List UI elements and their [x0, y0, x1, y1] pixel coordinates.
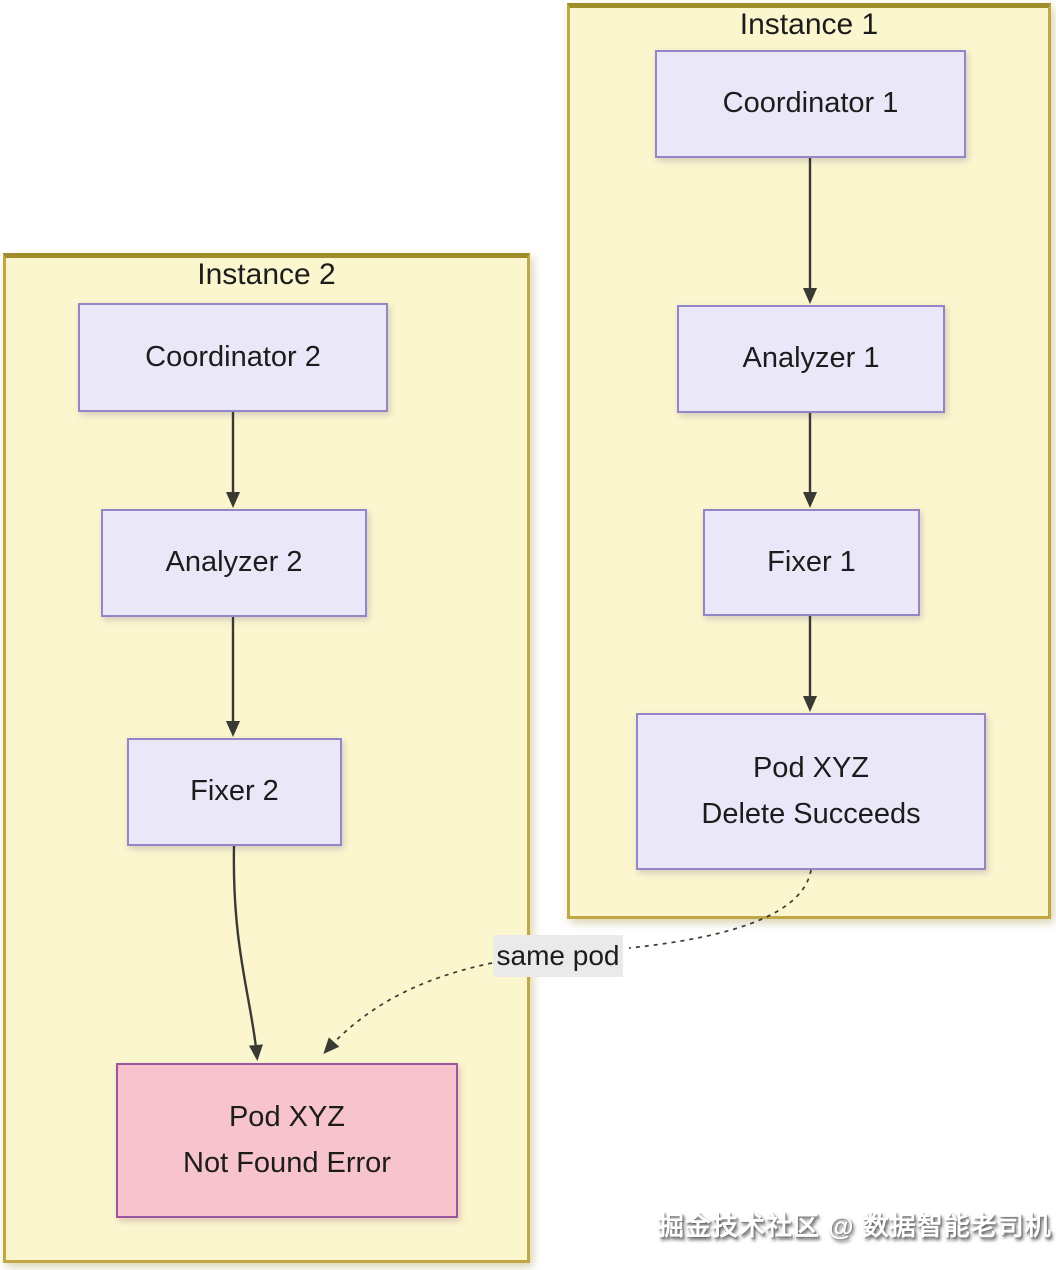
node-pod-not-found-error-line1: Pod XYZ — [228, 1100, 346, 1133]
node-pod-delete-succeeds-line2: Delete Succeeds — [701, 797, 921, 830]
instance-1-title: Instance 1 — [739, 8, 879, 41]
node-fixer-2: Fixer 2 — [127, 738, 342, 846]
node-analyzer-2-label: Analyzer 2 — [165, 546, 303, 579]
same-pod-edge-label-text: same pod — [496, 940, 620, 971]
same-pod-edge-label: same pod — [493, 935, 623, 977]
node-analyzer-1-label: Analyzer 1 — [742, 342, 880, 375]
node-analyzer-2: Analyzer 2 — [101, 509, 367, 617]
node-fixer-1: Fixer 1 — [703, 509, 920, 616]
node-fixer-2-label: Fixer 2 — [190, 775, 279, 808]
node-fixer-1-label: Fixer 1 — [767, 545, 856, 578]
node-pod-delete-succeeds: Pod XYZ Delete Succeeds — [636, 713, 986, 870]
node-coordinator-1-label: Coordinator 1 — [722, 87, 899, 120]
node-coordinator-2-label: Coordinator 2 — [145, 340, 321, 373]
node-coordinator-2: Coordinator 2 — [78, 303, 388, 412]
node-pod-not-found-error-line2: Not Found Error — [183, 1146, 391, 1179]
instance-2-title: Instance 2 — [197, 258, 336, 291]
node-analyzer-1: Analyzer 1 — [677, 305, 945, 413]
watermark-text: 掘金技术社区 @ 数据智能老司机 — [658, 1211, 1052, 1241]
node-pod-not-found-error: Pod XYZ Not Found Error — [116, 1063, 458, 1218]
node-coordinator-1: Coordinator 1 — [655, 50, 966, 158]
node-pod-delete-succeeds-line1: Pod XYZ — [752, 751, 870, 784]
